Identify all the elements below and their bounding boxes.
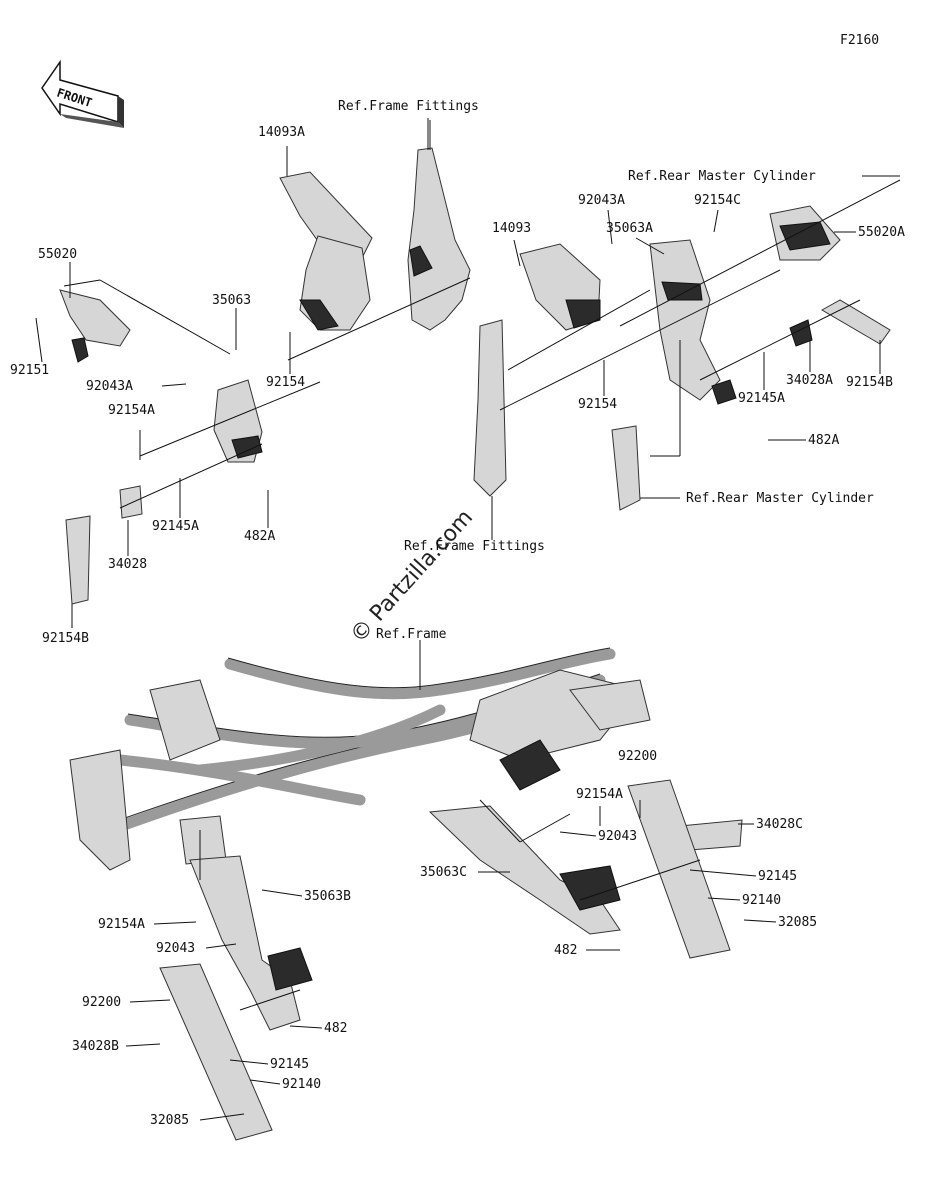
figure-code: F2160 — [840, 33, 879, 48]
callout-92043-bottom: 92043 — [156, 941, 195, 956]
callout-92200-bottom: 92200 — [82, 995, 121, 1010]
callout-14093A: 14093A — [258, 125, 305, 140]
bracket-35063C — [428, 779, 743, 959]
callout-92154-mid: 92154 — [578, 397, 617, 412]
callout-34028B: 34028B — [72, 1039, 119, 1054]
callout-92154: 92154 — [266, 375, 305, 390]
callout-482A-right: 482A — [808, 433, 839, 448]
callout-35063: 35063 — [212, 293, 251, 308]
callout-92154A-bottom: 92154A — [98, 917, 145, 932]
main-frame — [69, 640, 651, 871]
callout-34028A: 34028A — [786, 373, 833, 388]
callout-55020: 55020 — [38, 247, 77, 262]
callout-92043A-left: 92043A — [86, 379, 133, 394]
callout-92140-right: 92140 — [742, 893, 781, 908]
callout-92154C: 92154C — [694, 193, 741, 208]
callout-55020A: 55020A — [858, 225, 905, 240]
callout-92140-bottom: 92140 — [282, 1077, 321, 1092]
callout-35063B: 35063B — [304, 889, 351, 904]
callout-482-bottom: 482 — [324, 1021, 347, 1036]
callout-ref-rear-master-cylinder-top: Ref.Rear Master Cylinder — [628, 169, 816, 184]
callout-92145A-right: 92145A — [738, 391, 785, 406]
callout-14093: 14093 — [492, 221, 531, 236]
callout-34028: 34028 — [108, 557, 147, 572]
axis-lines-upper — [63, 120, 901, 540]
callout-92154B-right: 92154B — [846, 375, 893, 390]
frame-fitting-upper — [407, 118, 471, 331]
callout-labels: Ref.Frame Fittings 14093A Ref.Rear Maste… — [10, 99, 905, 1128]
callout-92145A-left: 92145A — [152, 519, 199, 534]
bracket-35063B — [159, 830, 313, 1141]
callout-35063A: 35063A — [606, 221, 653, 236]
callout-ref-frame: Ref.Frame — [376, 627, 447, 642]
callout-35063C: 35063C — [420, 865, 467, 880]
callout-32085-right: 32085 — [778, 915, 817, 930]
bracket-left-upper — [59, 289, 263, 605]
callout-ref-rear-master-cylinder-bottom: Ref.Rear Master Cylinder — [686, 491, 874, 506]
callout-92154B-left: 92154B — [42, 631, 89, 646]
callout-482-right: 482 — [554, 943, 577, 958]
callout-92151: 92151 — [10, 363, 49, 378]
leader-lines — [35, 175, 900, 1121]
callout-92154A-left: 92154A — [108, 403, 155, 418]
bracket-14093 — [473, 243, 601, 497]
callout-92145-bottom: 92145 — [270, 1057, 309, 1072]
callout-92145-right: 92145 — [758, 869, 797, 884]
callout-32085-bottom: 32085 — [150, 1113, 189, 1128]
callout-92043A-right: 92043A — [578, 193, 625, 208]
cover-14093A — [279, 146, 373, 331]
front-arrow-icon: FRONT — [41, 59, 124, 128]
callout-ref-frame-fittings-bottom: Ref.Frame Fittings — [404, 539, 545, 554]
callout-ref-frame-fittings-top: Ref.Frame Fittings — [338, 99, 479, 114]
callout-92200-right: 92200 — [618, 749, 657, 764]
callout-92043-right: 92043 — [598, 829, 637, 844]
callout-34028C: 34028C — [756, 817, 803, 832]
callout-92154A-right: 92154A — [576, 787, 623, 802]
bracket-35063A — [611, 205, 891, 511]
callout-482A-left: 482A — [244, 529, 275, 544]
